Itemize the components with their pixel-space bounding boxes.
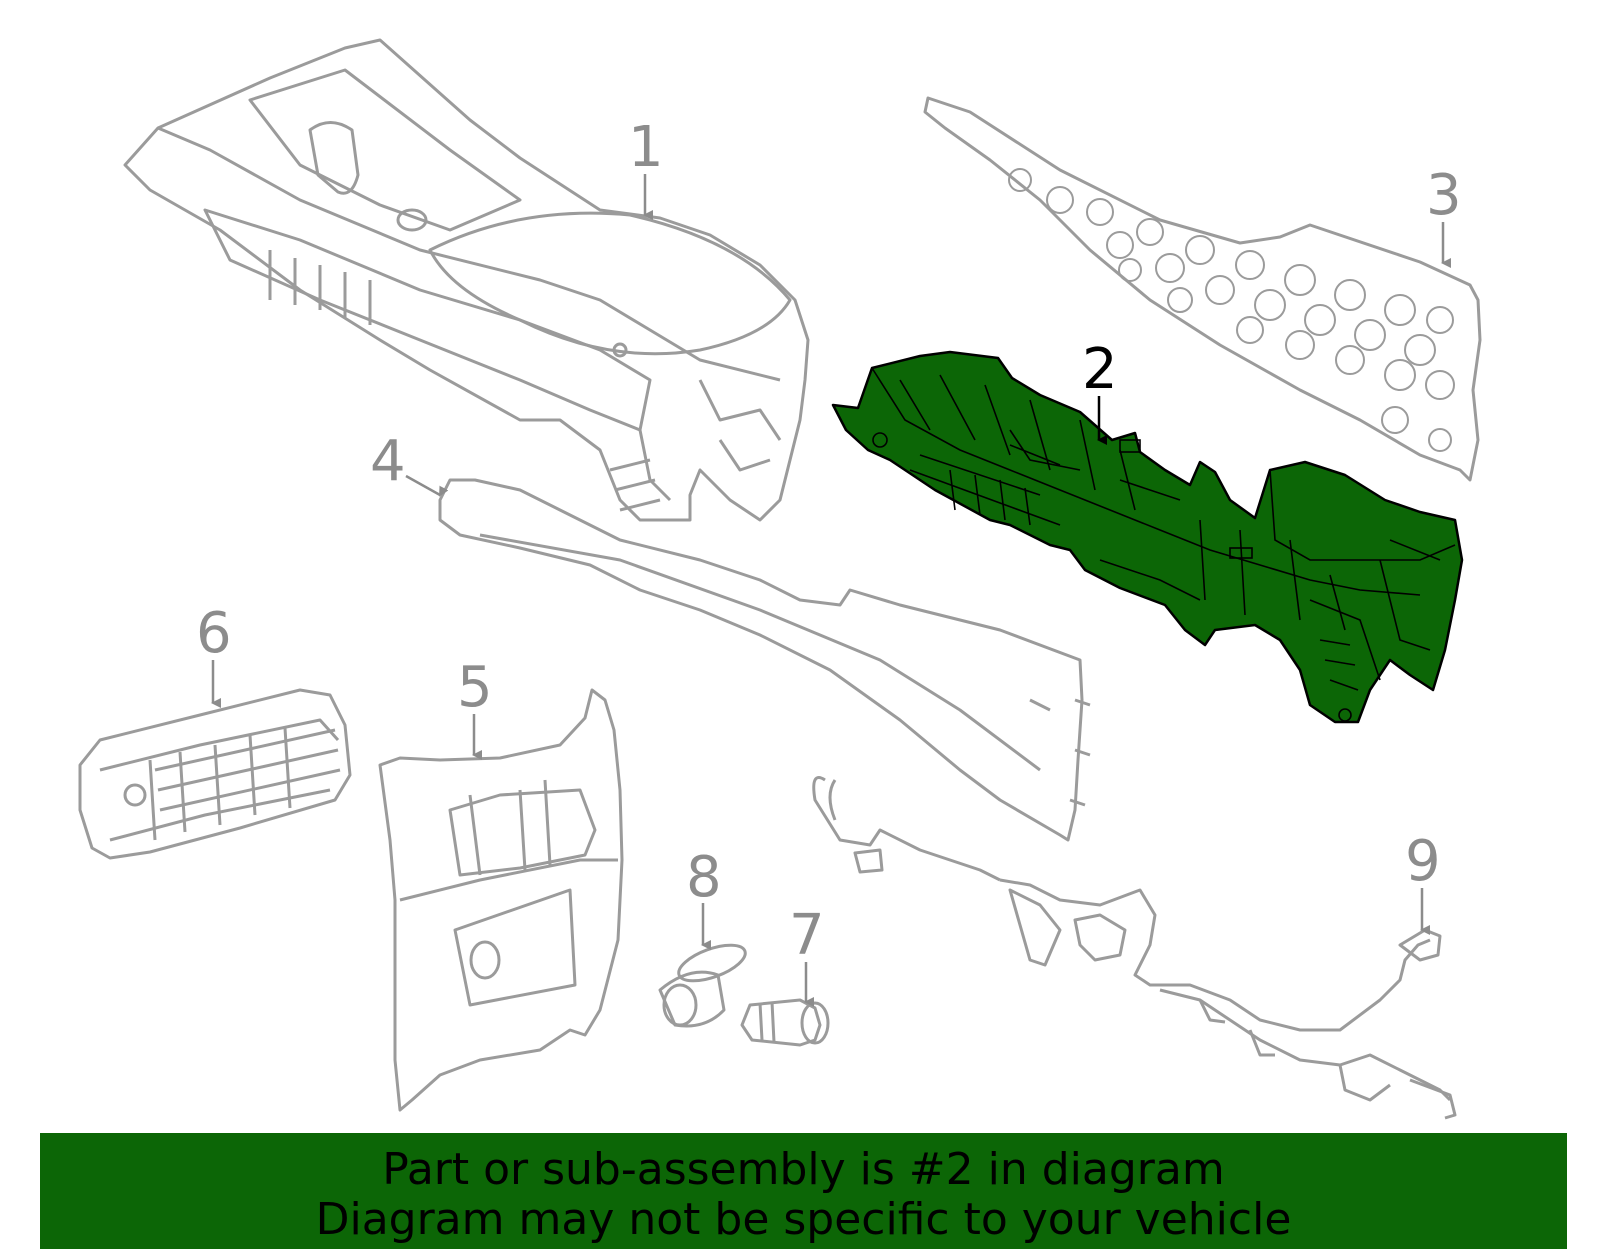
part-1-center-console[interactable] [123,38,810,522]
part-5-rear-panel[interactable] [378,688,624,1112]
callout-2: 2 [1082,337,1118,402]
part-4-trim-panel[interactable] [438,478,1091,842]
callout-6: 6 [196,601,232,666]
callout-9: 9 [1405,829,1441,894]
callout-5: 5 [457,655,493,720]
part-8-socket-ring[interactable] [658,938,750,1028]
part-9-wiring-harness[interactable] [812,776,1457,1120]
callout-3: 3 [1426,163,1462,228]
part-7-socket[interactable] [740,998,830,1047]
callout-4: 4 [370,429,406,494]
banner-line-part: Part or sub-assembly is #2 in diagram [382,1144,1225,1195]
callout-8: 8 [686,845,722,910]
callout-1: 1 [628,115,664,180]
part-6-air-vent[interactable] [78,688,352,860]
part-3-insulator-panel[interactable] [923,96,1482,482]
callout-4-arrow [405,474,449,497]
callout-7: 7 [789,903,825,968]
part-2-console-bracket[interactable] [831,350,1464,724]
banner-line-disclaimer: Diagram may not be specific to your vehi… [315,1194,1292,1245]
info-banner: Part or sub-assembly is #2 in diagram Di… [40,1133,1567,1249]
